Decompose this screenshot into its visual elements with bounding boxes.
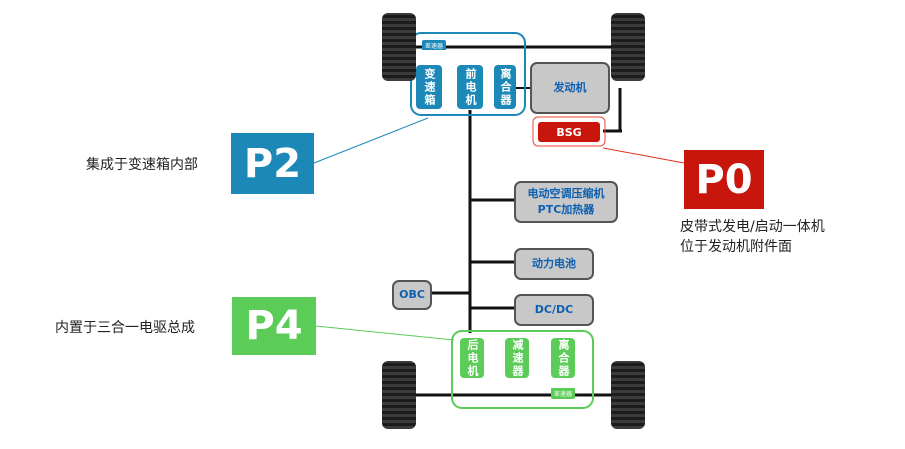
ac-compressor-label: 电动空调压缩机 [527,187,605,200]
front-motor-box: 前电机 [457,65,483,109]
p4-badge-label: P4 [245,303,303,349]
gearbox-box: 变速箱 [416,65,442,109]
front-clutch-label: 离合器 [499,67,512,107]
front-left-wheel [382,13,416,81]
battery-label: 动力电池 [532,257,576,270]
engine-label: 发动机 [553,81,587,94]
ptc-heater-label: PTC加热器 [537,203,595,216]
rear-left-wheel [382,361,416,429]
rear-motor-label: 后电机 [466,338,479,378]
front-clutch-box: 离合器 [494,65,516,109]
front-differential: 差速器 [422,40,446,50]
gearbox-label: 变速箱 [423,67,436,107]
obc-label: OBC [399,288,425,301]
reducer-box: 减速器 [505,338,529,378]
bsg-label: BSG [556,125,582,139]
obc-box: OBC [392,280,432,310]
p0-badge: P0 [684,150,764,209]
dcdc-label: DC/DC [534,303,574,316]
rear-motor-box: 后电机 [460,338,484,378]
bsg-box: BSG [538,122,600,142]
rear-clutch-box: 离合器 [551,338,575,378]
ac-compressor-box: 电动空调压缩机 PTC加热器 [514,181,618,223]
front-right-wheel [611,13,645,81]
rear-differential-label: 差速器 [553,391,572,398]
p2-badge: P2 [231,133,314,194]
rear-differential: 差速器 [551,388,575,399]
reducer-label: 减速器 [511,338,524,378]
p0-caption-line1: 皮带式发电/启动一体机 [680,219,825,235]
dcdc-box: DC/DC [514,294,594,326]
battery-box: 动力电池 [514,248,594,280]
rear-clutch-label: 离合器 [557,338,570,378]
p4-caption: 内置于三合一电驱总成 [55,320,195,336]
p0-caption-line2: 位于发动机附件面 [680,239,792,255]
p4-badge: P4 [232,297,316,355]
front-motor-label: 前电机 [464,67,477,107]
rear-right-wheel [611,361,645,429]
p2-caption: 集成于变速箱内部 [86,157,198,173]
p0-badge-label: P0 [695,156,753,203]
p2-badge-label: P2 [243,140,302,187]
front-differential-label: 差速器 [424,42,443,50]
engine-box: 发动机 [530,62,610,114]
